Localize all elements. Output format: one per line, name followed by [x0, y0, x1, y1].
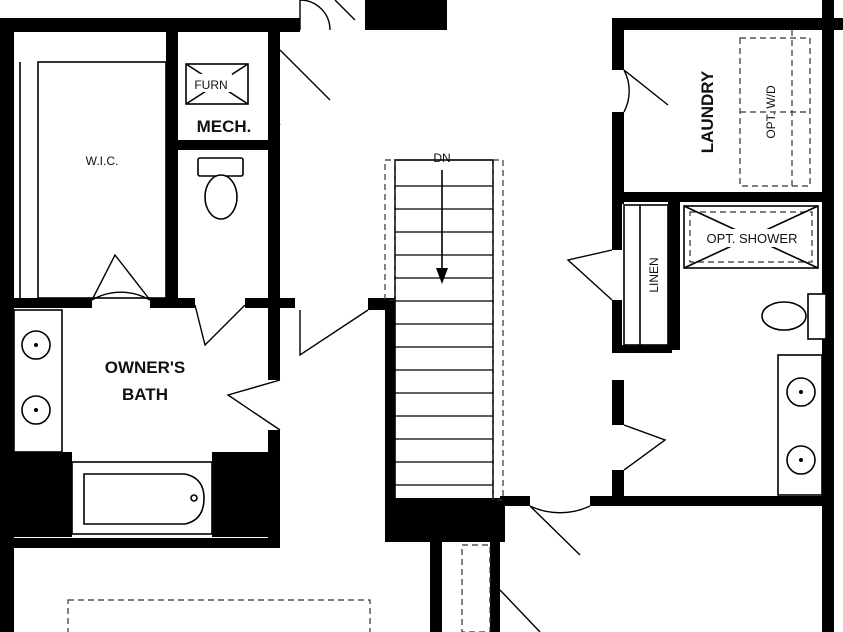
bedroom-ceiling-outline — [67, 599, 371, 632]
linen-closet: LINEN — [623, 204, 669, 346]
mech-label: MECH. — [197, 117, 252, 136]
owners-bath: OWNER'S BATH — [13, 309, 213, 535]
doors — [91, 0, 669, 632]
hall-bath: OPT. SHOWER — [683, 205, 827, 496]
owners-bath-label-line1: OWNER'S — [105, 358, 186, 377]
hall-vanity — [777, 354, 823, 496]
laundry-label: LAUNDRY — [698, 70, 717, 153]
walk-in-closet: W.I.C. — [19, 61, 167, 299]
stair-treads — [395, 185, 493, 486]
furn-label: FURN — [194, 78, 227, 92]
hall-toilet-tank — [807, 293, 827, 340]
opt-wd-label: OPT. W/D — [764, 85, 778, 139]
wic-label: W.I.C. — [86, 154, 119, 168]
linen-label: LINEN — [647, 257, 661, 292]
hall-toilet-bowl — [761, 301, 807, 331]
stair-dn-label: DN — [433, 151, 450, 165]
mechanical-room: FURN MECH. — [185, 63, 252, 136]
staircase: DN — [384, 151, 504, 632]
opt-shower-label: OPT. SHOWER — [706, 231, 797, 246]
laundry-room: LAUNDRY OPT. W/D — [698, 30, 811, 190]
stair-arrow — [436, 268, 448, 284]
owner-toilet — [197, 157, 244, 220]
owners-bath-label-line2: BATH — [122, 385, 168, 404]
